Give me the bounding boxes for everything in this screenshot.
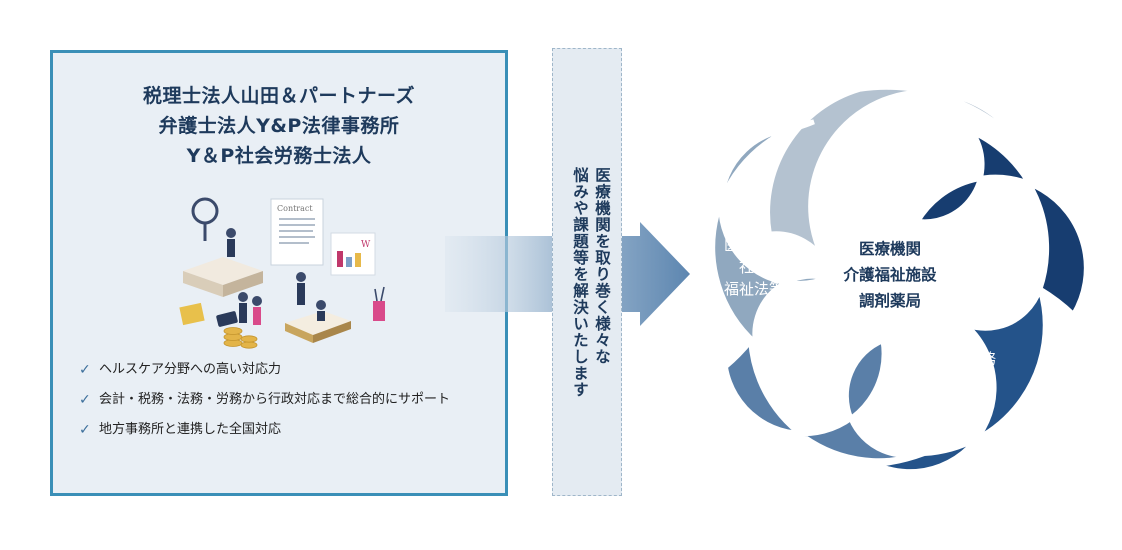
coin-stacks [223, 327, 258, 349]
check-icon: ✓ [79, 422, 91, 438]
label-tax: 税務 [978, 202, 1009, 220]
label-accounting: 会計 [826, 138, 857, 156]
service-cycle-diagram [710, 84, 1089, 475]
feature-text: 会計・税務・法務・労務から行政対応まで総合的にサポート [99, 392, 451, 407]
contract-label: Contract [277, 204, 313, 213]
label-law: 法務 [966, 350, 997, 368]
center-line: 調剤薬局 [858, 292, 921, 310]
presenter-figure [296, 272, 306, 282]
check-icon: ✓ [79, 362, 91, 378]
message-line-1: 医療機関を取り巻く様々な [593, 167, 611, 365]
phone-icon [216, 311, 238, 327]
pen-cup [373, 301, 385, 321]
feature-item: ✓ 地方事務所と連携した全国対応 [79, 418, 485, 441]
feature-item: ✓ ヘルスケア分野への高い対応力 [79, 358, 485, 381]
label-labor: 労務 [818, 392, 849, 410]
check-icon: ✓ [79, 392, 91, 408]
segment-labor [722, 334, 930, 464]
segment-accounting [765, 84, 1025, 269]
message-line-2: 悩みや課題等を解決いたします [571, 167, 589, 398]
center-label: 医療機関 介護福祉施設 調剤薬局 [810, 236, 970, 314]
center-circle [825, 213, 955, 343]
firm-names: 税理士法人山田＆パートナーズ 弁護士法人Y&P法律事務所 Y＆P社会労務士法人 [53, 81, 505, 171]
web-panel-letter: W [361, 240, 371, 250]
center-line: 医療機関 [858, 240, 921, 258]
label-medical-law: 医療法・ 社会 福祉法等 [723, 236, 784, 298]
sticky-note [179, 302, 205, 326]
business-illustration: Contract W [179, 197, 385, 349]
segment-law [866, 280, 1048, 475]
book-block [285, 311, 351, 335]
feature-text: ヘルスケア分野への高い対応力 [99, 362, 282, 377]
meeting-figures [238, 292, 248, 302]
feature-item: ✓ 会計・税務・法務・労務から行政対応まで総合的にサポート [79, 388, 485, 411]
segment-medical-law [710, 119, 836, 350]
services-panel: 税理士法人山田＆パートナーズ 弁護士法人Y&P法律事務所 Y＆P社会労務士法人 … [50, 50, 508, 496]
person-figure [226, 228, 236, 238]
firm-name-law: 弁護士法人Y&P法律事務所 [158, 115, 400, 137]
segment-tax [913, 125, 1089, 319]
contract-lines [279, 218, 315, 244]
feature-text: 地方事務所と連携した全国対応 [99, 422, 282, 437]
magnifier-icon [191, 197, 219, 225]
contract-document [270, 198, 324, 266]
firm-name-labor: Y＆P社会労務士法人 [186, 145, 372, 167]
firm-name-tax: 税理士法人山田＆パートナーズ [142, 85, 416, 107]
center-line: 介護福祉施設 [843, 266, 937, 284]
feature-list: ✓ ヘルスケア分野への高い対応力 ✓ 会計・税務・法務・労務から行政対応まで総合… [79, 358, 485, 448]
message-box: 医療機関を取り巻く様々な 悩みや課題等を解決いたします [552, 48, 622, 496]
